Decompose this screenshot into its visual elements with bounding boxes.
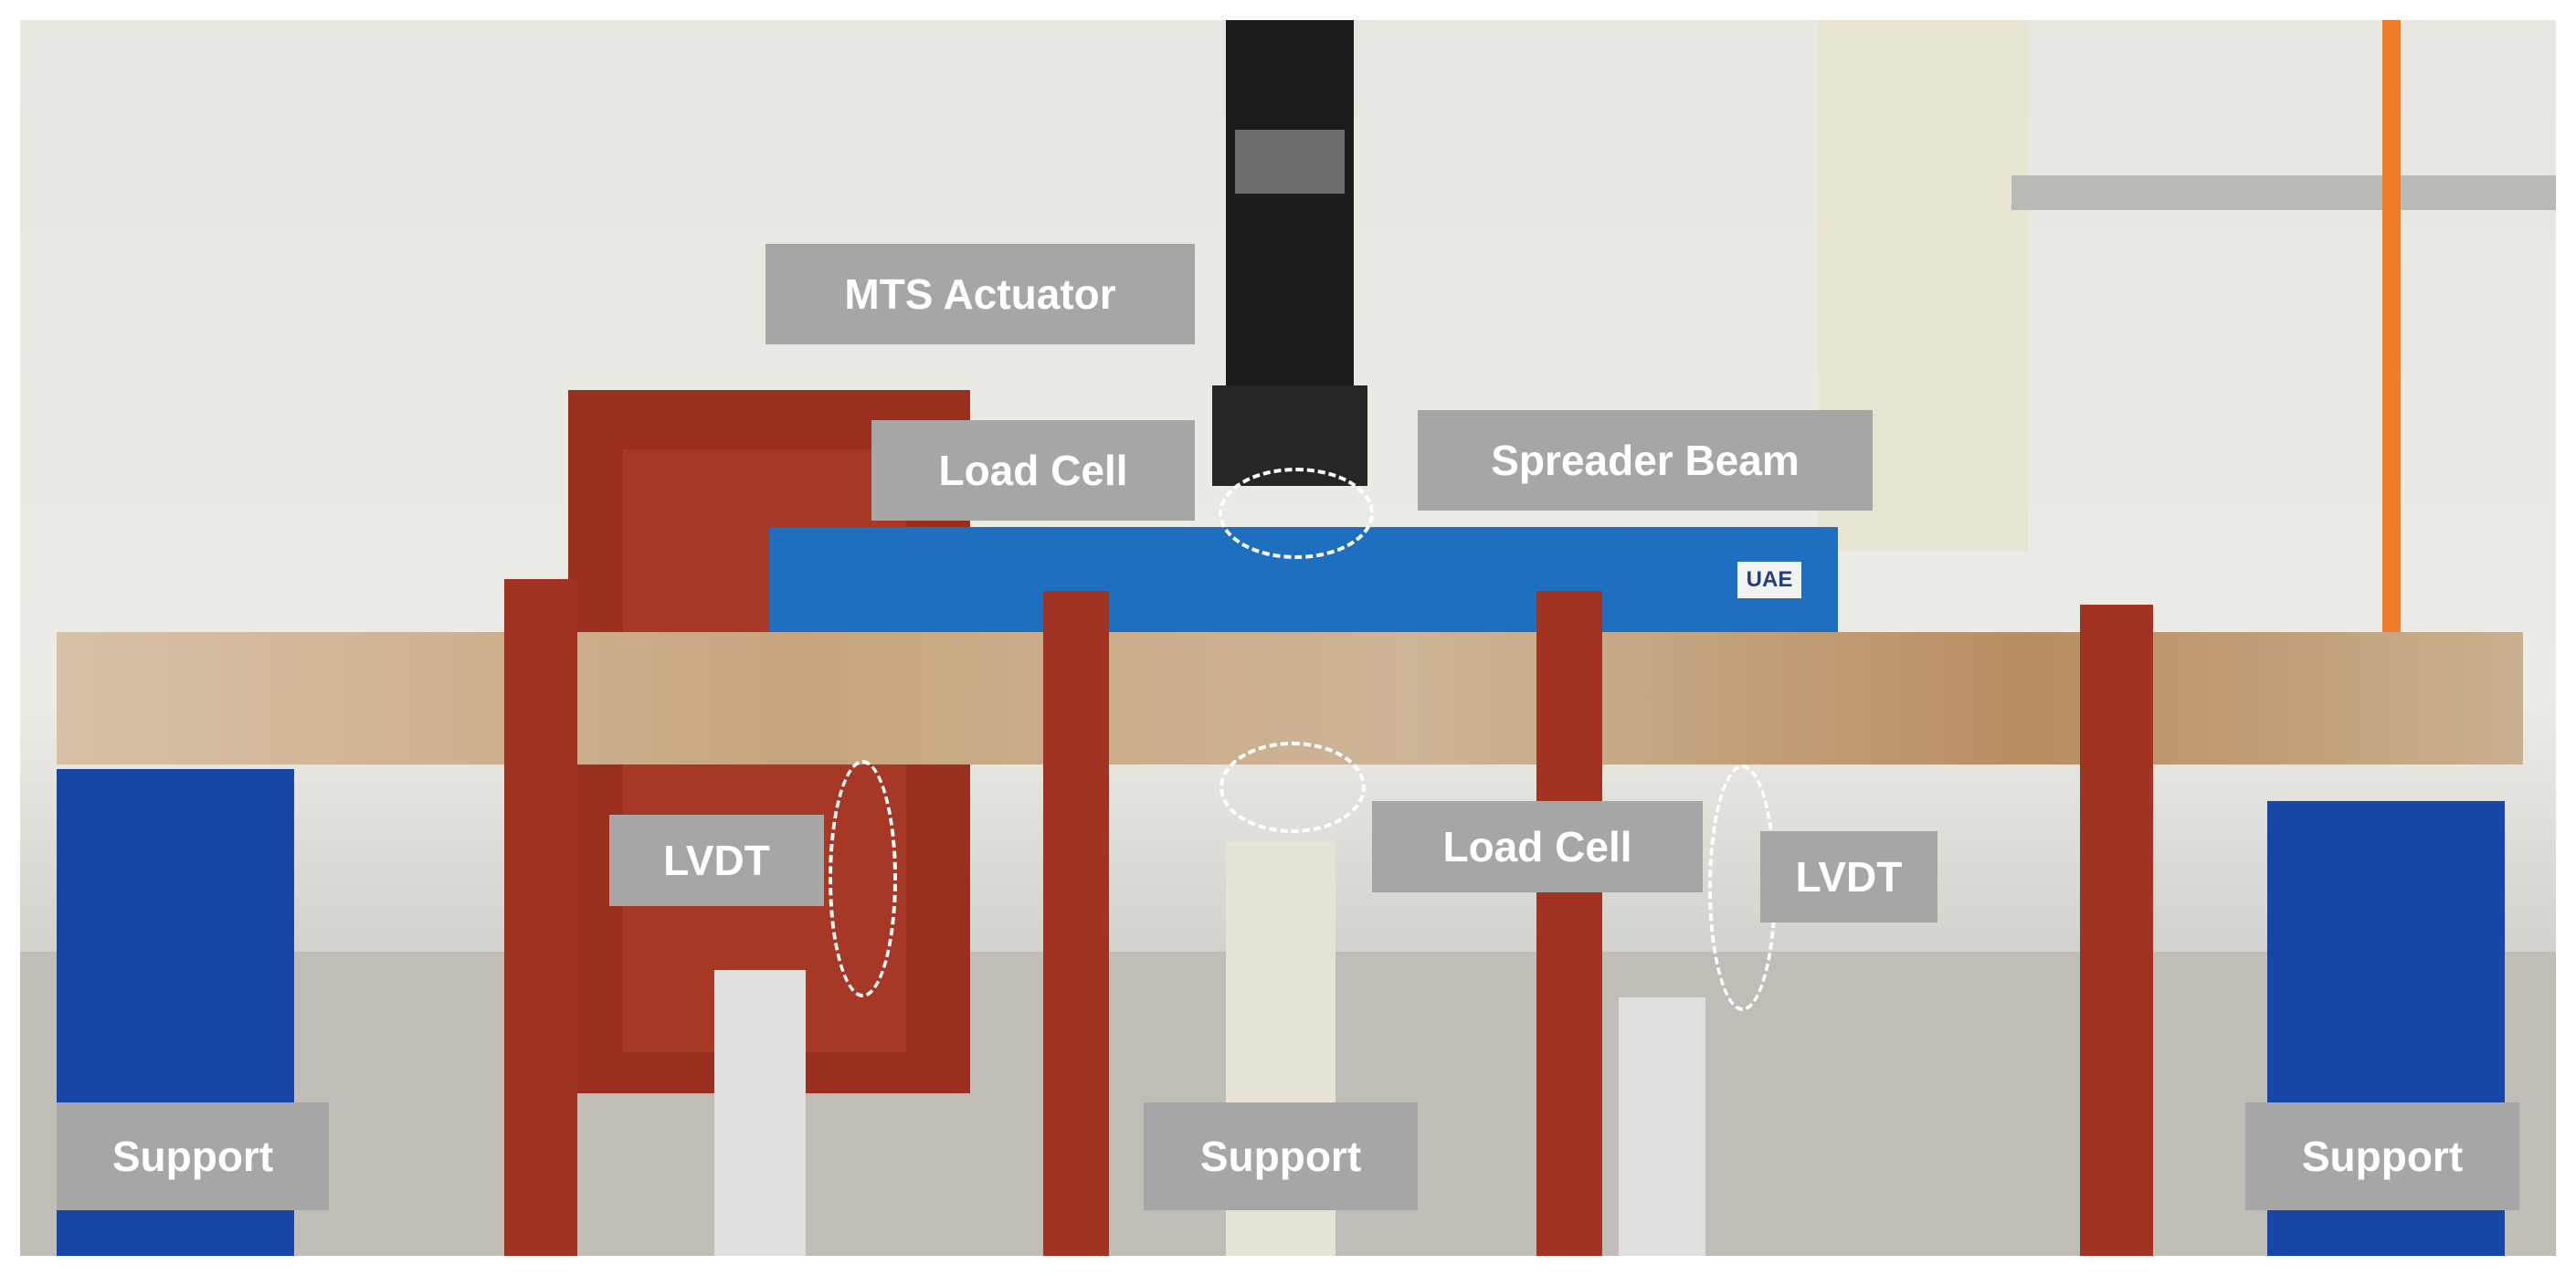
frame-post [504,579,577,1256]
lvdt-right-label: LVDT [1760,831,1937,923]
support-right-label: Support [2245,1102,2519,1210]
test-setup-photo: UAE MTS Actuator Load Cell Spreader Beam… [20,20,2556,1256]
lvdt-pedestal [714,970,806,1256]
spreader-beam-marking: UAE [1737,562,1801,598]
lvdt-left-highlight [829,760,897,997]
support-left-label: Support [57,1102,329,1210]
frame-post [2080,605,2153,1256]
frame-post [1536,591,1602,1256]
load-cell-mid-highlight [1219,742,1366,833]
load-cell-top-label: Load Cell [871,420,1195,521]
lvdt-left-label: LVDT [609,815,824,906]
lvdt-pedestal [1619,997,1705,1256]
actuator-collar [1235,130,1345,194]
load-cell-top-highlight [1219,468,1374,559]
mts-actuator-label: MTS Actuator [765,244,1195,344]
frame-post [1043,591,1109,1256]
wall-duct [2011,175,2556,210]
load-cell-mid-label: Load Cell [1372,801,1703,892]
support-mid-label: Support [1144,1102,1418,1210]
orange-strap [2382,20,2401,678]
spreader-beam-label: Spreader Beam [1418,410,1873,511]
